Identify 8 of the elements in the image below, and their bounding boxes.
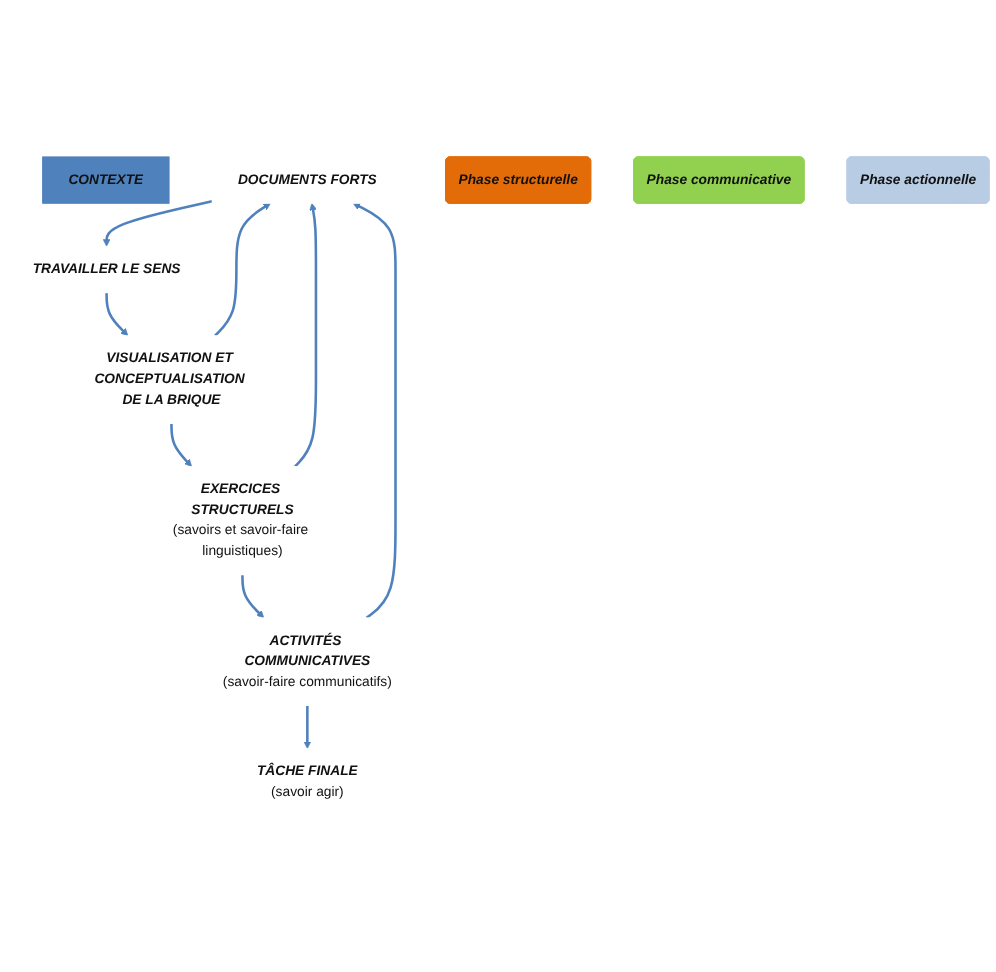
arrow — [102, 199, 213, 247]
arrow — [294, 202, 318, 468]
arrow — [214, 202, 271, 337]
arrow — [170, 423, 192, 467]
arrow — [352, 202, 397, 619]
arrow — [105, 292, 129, 336]
arrow — [241, 574, 265, 618]
arrow — [303, 705, 312, 749]
